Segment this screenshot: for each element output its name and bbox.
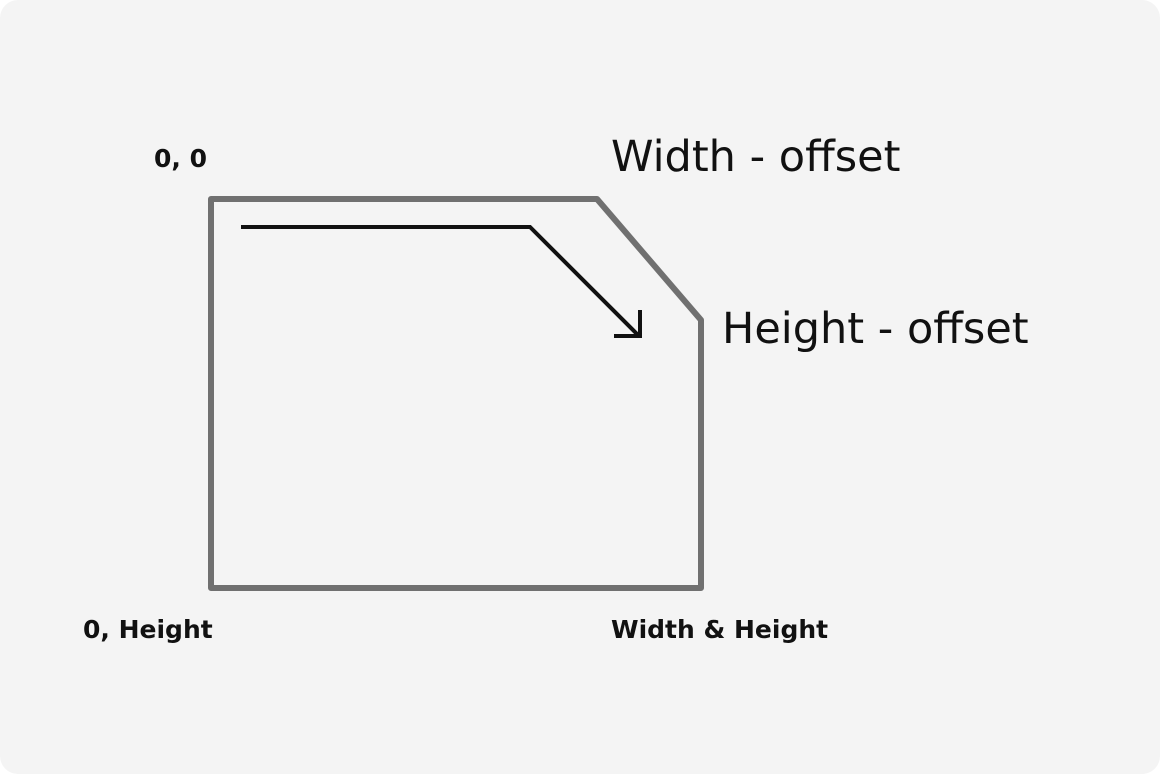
height-offset-label: Height - offset — [722, 304, 1029, 354]
bottom-right-corner-label: Width & Height — [611, 615, 829, 644]
offset-arrow-path — [241, 225, 640, 337]
clipped-rectangle-shape — [208, 196, 704, 591]
bottom-left-corner-label: 0, Height — [83, 615, 213, 644]
arrowhead-icon — [614, 310, 642, 338]
width-offset-label: Width - offset — [611, 132, 901, 182]
origin-label: 0, 0 — [154, 144, 207, 173]
